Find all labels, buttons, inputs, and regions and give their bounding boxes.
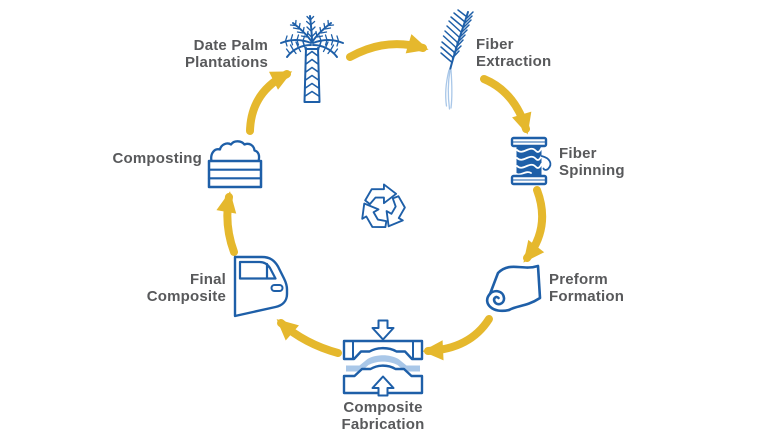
step-label-final-composite: Final Composite	[120, 271, 226, 305]
arrow-plantations-to-extraction	[346, 34, 429, 61]
step-label-line: Date Palm	[193, 37, 268, 54]
arrow-final-to-composting	[216, 191, 238, 256]
compost-bin-icon	[207, 140, 263, 189]
step-label-line: Plantations	[184, 54, 268, 71]
arrow-fabrication-to-final	[276, 319, 342, 357]
step-label-line: Fiber	[476, 36, 514, 53]
arrow-preform-to-fabrication	[422, 315, 493, 361]
step-label-line: Preform	[549, 271, 608, 288]
palm-frond-fiber-icon	[440, 9, 474, 110]
step-label-line: Fiber	[559, 145, 597, 162]
arrow-extraction-to-spinning	[480, 75, 532, 135]
arrow-composting-to-plantations	[246, 70, 293, 135]
mold-press-icon	[342, 319, 424, 397]
step-label-fiber-extraction: Fiber Extraction	[476, 36, 576, 70]
car-door-icon	[233, 255, 289, 318]
step-label-line: Fabrication	[341, 416, 425, 433]
palm-tree-icon	[280, 15, 344, 103]
step-label-line: Composting	[112, 150, 202, 167]
step-label-preform-formation: Preform Formation	[549, 271, 659, 305]
recycle-icon	[355, 183, 414, 236]
step-label-line: Composite	[146, 288, 226, 305]
step-label-line: Formation	[549, 288, 625, 305]
step-label-line: Composite	[343, 399, 423, 416]
step-label-line: Spinning	[559, 162, 625, 179]
step-label-line: Extraction	[476, 53, 552, 70]
step-label-date-palm-plantations: Date Palm Plantations	[150, 37, 268, 71]
step-label-composting: Composting	[96, 150, 202, 167]
fabric-roll-icon	[485, 264, 542, 313]
thread-spool-icon	[510, 136, 552, 186]
step-label-fiber-spinning: Fiber Spinning	[559, 145, 659, 179]
step-label-line: Final	[189, 271, 226, 288]
step-label-composite-fabrication: Composite Fabrication	[311, 399, 455, 433]
arrow-spinning-to-preform	[523, 186, 547, 263]
